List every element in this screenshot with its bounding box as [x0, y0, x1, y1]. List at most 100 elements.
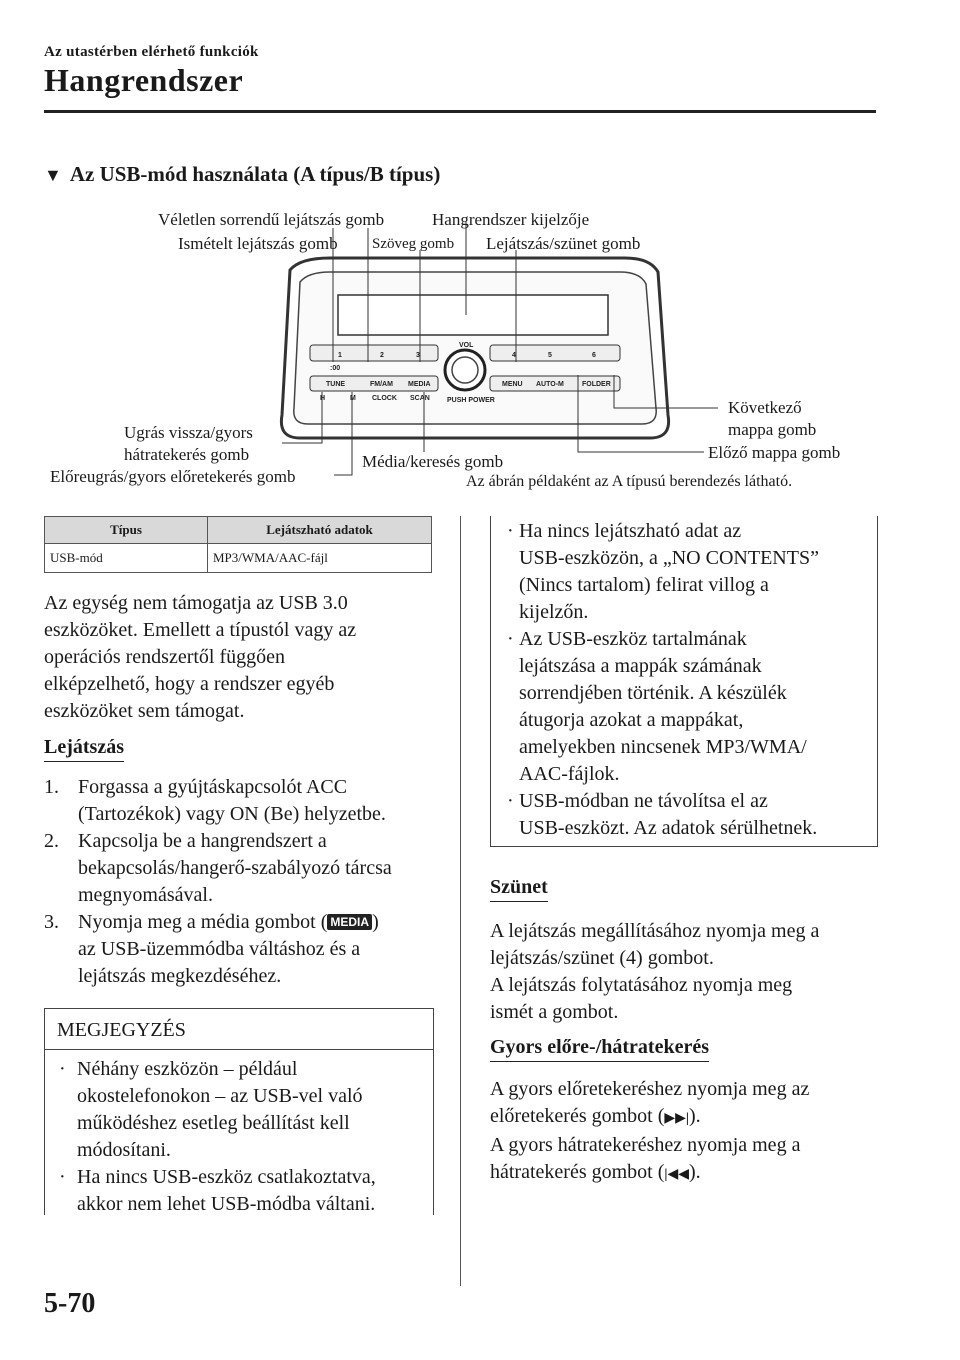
ff-line: A gyors hátratekeréshez nyomja meg a — [490, 1134, 801, 1156]
ff-heading: Gyors előre-/hátratekerés — [490, 1036, 709, 1062]
skip-back-callout-2: hátratekerés gomb — [124, 445, 250, 464]
push-power-label: PUSH POWER — [447, 397, 495, 404]
intro-paragraph: Az egység nem támogatja az USB 3.0 eszkö… — [44, 590, 444, 725]
media-button-icon: MEDIA — [327, 914, 373, 930]
table-header: Lejátszható adatok — [207, 516, 432, 544]
note-line: Néhány eszközön – például — [77, 1058, 298, 1080]
note-line: AAC-fájlok. — [519, 763, 620, 785]
close-paren: ). — [689, 1105, 701, 1127]
table-cell: USB-mód — [44, 543, 208, 573]
title-rule — [44, 110, 876, 113]
pause-line: A lejátszás folytatásához nyomja meg — [490, 974, 793, 996]
step-line: Forgassa a gyújtáskapcsolót ACC — [78, 776, 348, 798]
note-line: USB-módban ne távolítsa el az — [519, 790, 768, 812]
column-divider — [460, 516, 461, 1286]
tune-label: TUNE — [326, 381, 345, 388]
note-line: módosítani. — [77, 1139, 171, 1161]
media-callout: Média/keresés gomb — [362, 452, 504, 471]
data-table: Típus Lejátszható adatok USB-mód MP3/WMA… — [44, 516, 432, 573]
text-callout: Szöveg gomb — [372, 236, 455, 252]
note-title: MEGJEGYZÉS — [45, 1009, 433, 1050]
rewind-icon: |◀◀ — [664, 1167, 689, 1182]
h-label: H — [320, 395, 325, 402]
step-line: bekapcsolás/hangerő-szabályozó tárcsa — [78, 857, 392, 879]
page-number: 5-70 — [44, 1288, 96, 1319]
note-line: kijelzőn. — [519, 601, 589, 623]
note-line: okostelefonokon – az USB-vel való — [77, 1085, 363, 1107]
step-line: lejátszás megkezdéséhez. — [78, 965, 282, 987]
note-line: Ha nincs lejátszható adat az — [519, 520, 742, 542]
ff-line-text: előretekerés gombot ( — [490, 1105, 665, 1127]
preset-2-label: 2 — [380, 352, 384, 359]
next-folder-callout-2: mappa gomb — [728, 420, 817, 439]
random-callout: Véletlen sorrendű lejátszás gomb — [158, 210, 385, 229]
step-number: 3. — [44, 911, 59, 933]
note-line: lejátszása a mappák számának — [519, 655, 762, 677]
intro-line: eszközöket. Emellett a típustól vagy az — [44, 619, 357, 641]
note-line: USB-eszközön, a „NO CONTENTS” — [519, 547, 819, 569]
next-folder-callout-1: Következő — [728, 398, 802, 417]
folder-label: FOLDER — [582, 381, 611, 388]
ff-line: A gyors előretekeréshez nyomja meg az — [490, 1078, 810, 1100]
close-paren: ) — [372, 911, 379, 933]
intro-line: Az egység nem támogatja az USB 3.0 — [44, 592, 348, 614]
ff-heading-text: Gyors előre-/hátratekerés — [490, 1036, 709, 1062]
vol-label: VOL — [459, 342, 474, 349]
pause-line: A lejátszás megállításához nyomja meg a — [490, 920, 820, 942]
preset-6-label: 6 — [592, 352, 596, 359]
step-line-text: Nyomja meg a média gombot ( — [78, 911, 328, 933]
section-heading: ▼ Az USB-mód használata (A típus/B típus) — [44, 162, 440, 187]
steps-list: 1. Forgassa a gyújtáskapcsolót ACC (Tarto… — [44, 774, 444, 990]
playpause-callout: Lejátszás/szünet gomb — [486, 234, 641, 253]
display-window — [337, 294, 609, 336]
close-paren: ). — [689, 1161, 701, 1183]
menu-label: MENU — [502, 381, 523, 388]
table-header: Típus — [44, 516, 208, 544]
pause-heading: Szünet — [490, 876, 548, 902]
step-line: megnyomásával. — [78, 884, 213, 906]
repeat-callout: Ismételt lejátszás gomb — [178, 234, 338, 253]
pause-paragraph: A lejátszás megállításához nyomja meg a … — [490, 918, 890, 1026]
note-line: sorrendjében történik. A készülék — [519, 682, 787, 704]
triangle-icon: ▼ — [44, 165, 62, 185]
figure-caption: Az ábrán példaként az A típusú berendezé… — [466, 473, 793, 490]
step-line: (Tartozékok) vagy ON (Be) helyzetbe. — [78, 803, 386, 825]
scan-label: SCAN — [410, 395, 430, 402]
intro-line: elképzelhető, hogy a rendszer egyéb — [44, 673, 335, 695]
page-title: Hangrendszer — [44, 62, 244, 98]
section-label: Az utastérben elérhető funkciók — [44, 44, 259, 60]
note-line: átugorja azokat a mappákat, — [519, 709, 744, 731]
preset-5-label: 5 — [548, 352, 552, 359]
note-line: működéshez esetleg beállítást kell — [77, 1112, 350, 1134]
intro-line: operációs rendszertől függően — [44, 646, 286, 668]
step-line: Nyomja meg a média gombot (MEDIA) — [78, 909, 379, 936]
note-line: Az USB-eszköz tartalmának — [519, 628, 747, 650]
fmam-label: FM/AM — [370, 381, 393, 388]
table-row: USB-mód MP3/WMA/AAC-fájl — [44, 543, 432, 573]
playback-heading-text: Lejátszás — [44, 736, 124, 762]
table-cell: MP3/WMA/AAC-fájl — [207, 543, 432, 573]
clock-label: CLOCK — [372, 395, 397, 402]
step-1: 1. Forgassa a gyújtáskapcsolót ACC (Tarto… — [44, 774, 444, 828]
skip-back-callout-1: Ugrás vissza/gyors — [124, 423, 253, 442]
ff-line: előretekerés gombot (▶▶|). — [490, 1103, 890, 1132]
time-label: :00 — [330, 365, 340, 372]
note-line: akkor nem lehet USB-módba váltani. — [77, 1193, 376, 1215]
skip-fwd-callout: Előreugrás/gyors előretekerés gomb — [50, 467, 296, 486]
preset-1-label: 1 — [338, 352, 342, 359]
preset-4-label: 4 — [512, 352, 516, 359]
ff-line: hátratekerés gombot (|◀◀). — [490, 1159, 890, 1188]
intro-line: eszközöket sem támogat. — [44, 700, 245, 722]
section-heading-text: Az USB-mód használata (A típus/B típus) — [69, 162, 441, 186]
pause-line: ismét a gombot. — [490, 1001, 619, 1023]
step-3: 3. Nyomja meg a média gombot (MEDIA)az U… — [44, 909, 444, 990]
note-line: Ha nincs USB-eszköz csatlakoztatva, — [77, 1166, 376, 1188]
ff-paragraph: A gyors előretekeréshez nyomja meg az el… — [490, 1076, 890, 1188]
step-number: 1. — [44, 776, 59, 798]
